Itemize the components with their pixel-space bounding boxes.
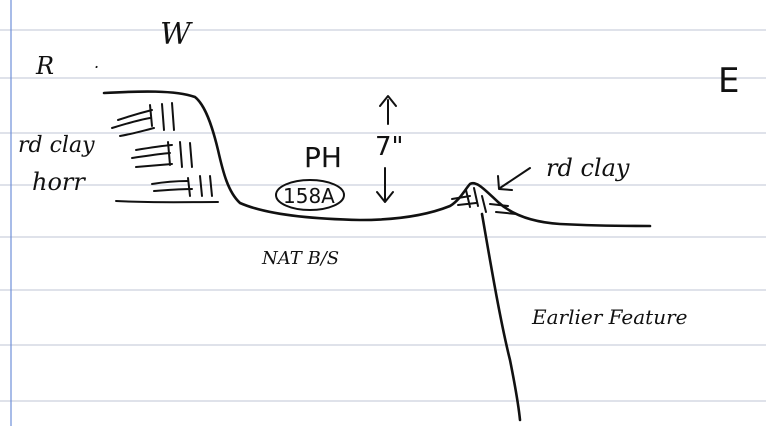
west-label: W — [160, 17, 193, 52]
east-label: E — [718, 61, 739, 101]
earlier-feature-label: Earlier Feature — [531, 305, 688, 329]
depth-arrow — [376, 95, 397, 203]
notebook-ruled-lines — [0, 29, 766, 402]
left-note-horizon: horr — [32, 168, 86, 196]
red-clay-hatching-right — [451, 187, 517, 215]
context-number-circle — [275, 179, 345, 211]
corner-mark: R — [35, 52, 54, 80]
corner-dot: . — [94, 53, 99, 72]
earlier-feature-cut-line — [480, 212, 522, 422]
posthole-label: PH — [304, 141, 342, 174]
depth-label: 7" — [375, 132, 404, 162]
ground-profile-line — [102, 90, 652, 228]
left-note-red-clay: rd clay — [18, 133, 95, 158]
red-clay-pointer-arrow — [497, 167, 531, 191]
bank-base-line — [115, 200, 219, 204]
red-clay-hatching-left — [111, 102, 213, 197]
context-number: 158A — [283, 184, 335, 208]
base-label: NAT B/S — [261, 248, 339, 269]
right-note-red-clay: rd clay — [546, 154, 630, 182]
